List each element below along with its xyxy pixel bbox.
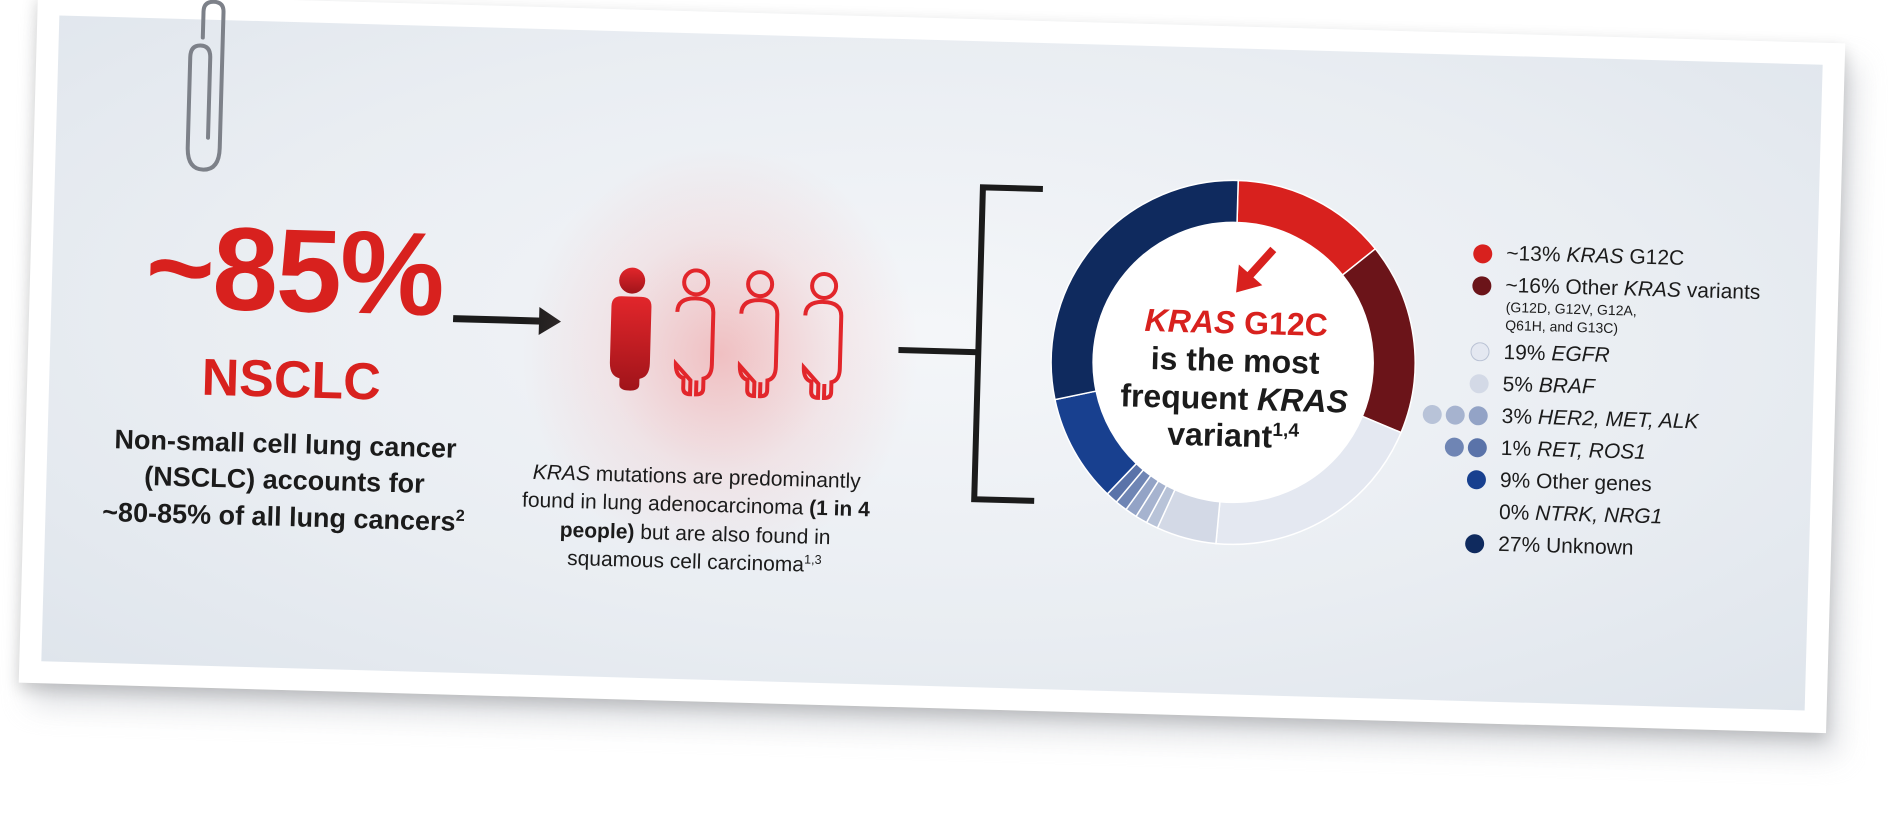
nsclc-desc-line3-text: ~80-85% of all lung cancers	[101, 496, 456, 537]
legend-swatch-group	[1444, 437, 1492, 458]
legend-pct: 5%	[1502, 372, 1540, 397]
legend-pct: ~13%	[1505, 242, 1567, 268]
big-label: NSCLC	[200, 348, 382, 412]
legend-swatch	[1468, 405, 1489, 426]
people-icons	[609, 267, 844, 400]
center-line3a: frequent	[1119, 376, 1258, 417]
legend-pct: ~16% Other	[1505, 274, 1625, 301]
legend-gene: KRAS	[1566, 244, 1624, 269]
legend-label: 9% Other genes	[1500, 469, 1652, 496]
legend-swatch	[1472, 275, 1492, 296]
legend-swatch	[1470, 341, 1490, 362]
kras-desc-sup: 1,3	[803, 552, 822, 568]
legend-label: 0% NTRK, NRG1	[1499, 501, 1663, 529]
legend-label: 3% HER2, MET, ALK	[1501, 405, 1698, 434]
legend-pct: 0%	[1498, 500, 1536, 525]
legend-gene: HER2, MET, ALK	[1537, 405, 1699, 434]
legend-swatch	[1445, 405, 1466, 425]
donut-hole	[1093, 222, 1374, 503]
legend-label: 1% RET, ROS1	[1501, 437, 1647, 464]
legend-swatch	[1466, 502, 1486, 522]
paperclip-icon	[185, 0, 226, 172]
nsclc-desc-sup: 2	[455, 506, 466, 525]
legend-pct: 3%	[1501, 404, 1539, 429]
legend-swatch	[1469, 373, 1489, 394]
person-outline-icon	[737, 270, 780, 399]
legend-gene: BRAF	[1538, 373, 1596, 399]
bracket-connector	[898, 184, 1043, 504]
legend-pct: 1%	[1500, 436, 1538, 461]
center-line3b: KRAS	[1256, 380, 1349, 420]
legend-label: 27% Unknown	[1498, 533, 1634, 560]
legend-pct: 27% Unknown	[1497, 532, 1634, 560]
legend-gene: EGFR	[1551, 342, 1611, 367]
kras-term: KRAS	[532, 460, 591, 486]
legend-label: 5% BRAF	[1502, 373, 1595, 399]
donut-center-label: KRAS G12C is the most frequent KRAS vari…	[1088, 300, 1382, 459]
center-kras: KRAS	[1144, 301, 1236, 341]
legend-pct: 19%	[1503, 340, 1552, 366]
legend-swatch	[1444, 437, 1465, 457]
nsclc-description: Non-small cell lung cancer (NSCLC) accou…	[73, 420, 496, 541]
person-filled-icon	[609, 267, 652, 391]
legend-swatch	[1466, 469, 1487, 490]
chart-legend: ~13% KRAS G12C~16% Other KRAS variants(G…	[1422, 237, 1894, 571]
legend-swatch	[1467, 437, 1488, 458]
legend-gene: NTRK, NRG1	[1534, 501, 1663, 529]
legend-swatch	[1464, 533, 1485, 554]
legend-label: 19% EGFR	[1503, 341, 1610, 367]
right-arrow-icon	[452, 307, 562, 336]
center-sup: 1,4	[1272, 420, 1300, 442]
legend-rest: variants	[1680, 279, 1761, 305]
person-outline-icon	[673, 268, 716, 397]
legend-swatch	[1422, 404, 1443, 425]
big-percent: ~85%	[143, 201, 445, 342]
arrow-down-left-icon	[1236, 246, 1277, 293]
legend-label: ~13% KRAS G12C	[1506, 242, 1685, 270]
center-g12c: G12C	[1234, 304, 1329, 344]
legend-swatch	[1473, 243, 1493, 264]
center-line4: variant	[1166, 415, 1273, 455]
legend-gene: RET, ROS1	[1536, 437, 1647, 464]
legend-label: ~16% Other KRAS variants	[1505, 274, 1761, 304]
legend-gene: KRAS	[1623, 277, 1682, 303]
legend-rest: G12C	[1623, 245, 1685, 271]
donut-chart	[1050, 179, 1416, 546]
person-outline-icon	[801, 271, 844, 400]
kras-description: KRAS mutations are predominantly found i…	[514, 458, 877, 581]
legend-pct: 9% Other genes	[1499, 468, 1652, 496]
legend-swatch-group	[1422, 404, 1492, 426]
